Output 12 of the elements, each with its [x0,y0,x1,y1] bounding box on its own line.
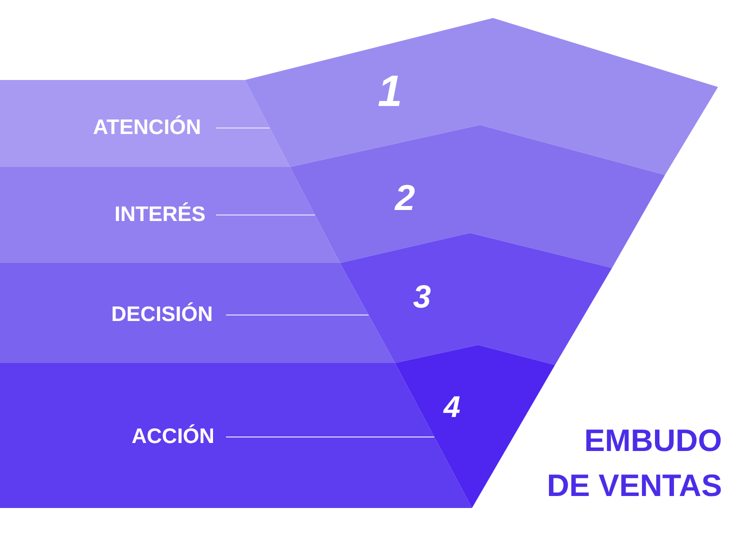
leader-line [226,436,435,438]
stage-label: ACCIÓN [132,425,214,449]
leader-line [216,214,316,216]
leader-line [226,314,370,316]
step-number: 2 [394,177,416,219]
step-number: 4 [444,391,460,425]
step-number: 1 [378,67,402,117]
stage-label: INTERÉS [114,203,206,227]
stage-label: ATENCIÓN [92,116,202,140]
step-number: 3 [413,278,431,316]
diagram-title: EMBUDO DE VENTAS [546,422,722,505]
stage-label: DECISIÓN [111,303,213,327]
